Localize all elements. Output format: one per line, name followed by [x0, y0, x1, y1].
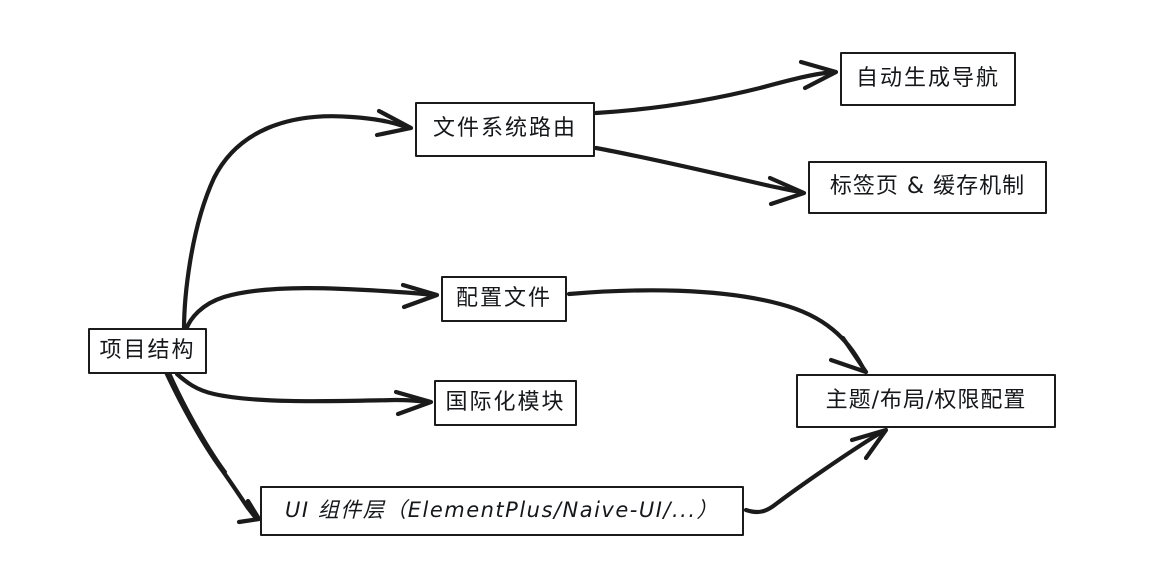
edge-fsroute-to-nav — [593, 69, 836, 116]
edge-project-to-i18n — [174, 371, 430, 405]
node-ui-component-layer[interactable]: UI 组件层（ElementPlus/Naive-UI/...） — [260, 486, 744, 536]
edge-config-to-theme — [566, 288, 865, 369]
node-label: 文件系统路由 — [432, 116, 577, 142]
edge-ui-to-theme — [743, 430, 883, 515]
edge-project-to-ui-secondary — [168, 371, 228, 474]
node-file-system-routing[interactable]: 文件系统路由 — [415, 102, 595, 157]
arrowhead-tabcache — [767, 175, 807, 207]
edge-project-to-ui — [163, 369, 259, 521]
node-auto-generated-navigation[interactable]: 自动生成导航 — [840, 52, 1016, 106]
arrowhead-theme-top — [828, 335, 869, 375]
node-config-files[interactable]: 配置文件 — [441, 276, 567, 322]
arrowhead-fsroute — [374, 108, 414, 138]
node-label: 自动生成导航 — [855, 65, 1000, 91]
arrowhead-theme-bottom — [849, 427, 889, 461]
node-tabs-and-cache-mechanism[interactable]: 标签页 & 缓存机制 — [808, 161, 1047, 214]
arrowhead-ui — [236, 498, 262, 525]
node-label: 主题/布局/权限配置 — [825, 387, 1027, 413]
edge-fsroute-to-tabcache — [593, 145, 804, 195]
edge-project-to-config — [183, 286, 436, 333]
node-i18n-module[interactable]: 国际化模块 — [434, 380, 577, 426]
node-project-structure[interactable]: 项目结构 — [88, 328, 207, 374]
node-label: 标签页 & 缓存机制 — [829, 174, 1026, 200]
node-label: 国际化模块 — [445, 389, 566, 415]
arrowhead-i18n — [393, 389, 434, 417]
node-label: 配置文件 — [455, 285, 552, 311]
arrowhead-nav — [798, 59, 839, 91]
node-theme-layout-permission-config[interactable]: 主题/布局/权限配置 — [796, 374, 1056, 428]
arrowhead-config — [400, 282, 440, 310]
node-label: UI 组件层（ElementPlus/Naive-UI/...） — [284, 498, 719, 523]
edge-project-to-fsroute — [181, 114, 412, 333]
node-label: 项目结构 — [99, 337, 196, 363]
